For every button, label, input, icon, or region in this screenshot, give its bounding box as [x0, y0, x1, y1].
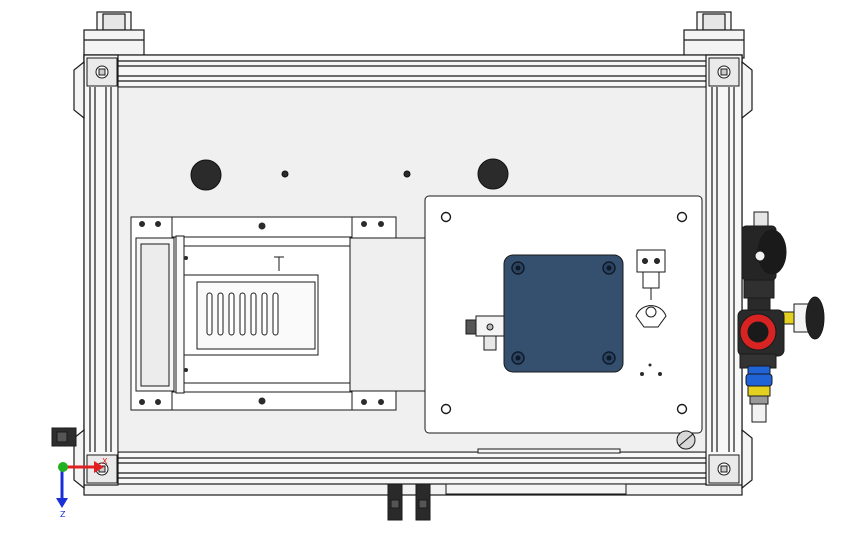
motor-flange [503, 254, 624, 373]
top-left-bracket [83, 11, 145, 59]
linear-slide-assembly [130, 216, 431, 411]
side-connector [51, 427, 77, 447]
valve-assembly [741, 211, 787, 313]
triad-x-label: X [102, 457, 108, 466]
triad-z-label: Z [60, 510, 66, 519]
bottom-fittings [387, 448, 627, 521]
mounting-plate-holes [440, 211, 688, 415]
carriage-slots [206, 292, 279, 336]
sensor-bracket [635, 249, 667, 328]
regulator-knob [737, 309, 785, 369]
carriage-pin [274, 256, 284, 271]
panel-holes [190, 158, 509, 191]
top-right-bracket [683, 11, 745, 59]
plate-small-holes [640, 363, 662, 376]
plate-corner-feature [676, 430, 696, 450]
shaft-fitting [465, 315, 505, 351]
corner-joints [86, 57, 740, 484]
coordinate-triad: Z X [56, 457, 108, 519]
quick-connector [745, 365, 773, 423]
slide-screws [139, 221, 384, 405]
pressure-gauge [781, 296, 825, 340]
